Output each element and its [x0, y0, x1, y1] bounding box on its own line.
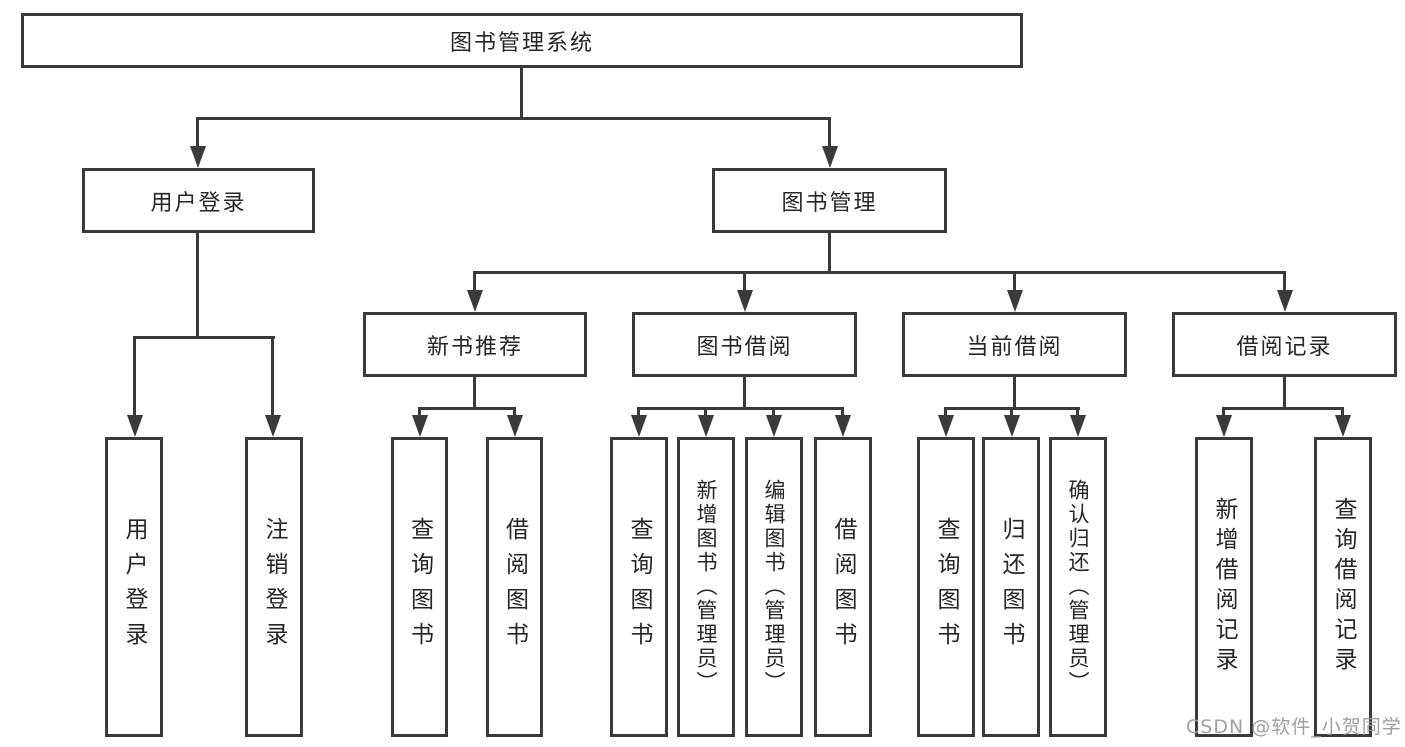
node-book-management: 图书管理 [712, 168, 947, 233]
leaf-records-query: 查询借阅记录 [1314, 437, 1372, 737]
connector-records-rail [1222, 407, 1343, 410]
arrow-new-book-leaf-2 [506, 407, 523, 437]
arrow-new-book-leaf-1 [411, 407, 428, 437]
leaf-borrowing-borrow: 借阅图书 [814, 437, 872, 737]
connector-user-login-stem [196, 233, 199, 339]
arrow-records-leaf-1 [1215, 407, 1232, 437]
node-records-label: 借阅记录 [1236, 334, 1333, 360]
node-current: 当前借阅 [902, 312, 1127, 377]
connector-level3-rail [473, 271, 1285, 274]
arrow-current-leaf-3 [1069, 407, 1086, 437]
arrow-to-current [1006, 271, 1023, 312]
arrow-borrowing-leaf-3 [765, 407, 782, 437]
connector-current-stem [1013, 377, 1016, 410]
arrow-borrowing-leaf-2 [697, 407, 714, 437]
node-user-login-label: 用户登录 [150, 190, 247, 216]
connector-borrowing-stem [743, 377, 746, 410]
leaf-current-query: 查询图书 [917, 437, 975, 737]
leaf-newbook-query: 查询图书 [391, 437, 448, 737]
arrow-to-records [1276, 271, 1293, 312]
node-root-label: 图书管理系统 [449, 30, 594, 56]
connector-records-stem [1283, 377, 1286, 410]
arrow-to-leaf-login [126, 336, 143, 437]
arrow-to-user-login [189, 117, 206, 168]
arrow-records-leaf-2 [1334, 407, 1351, 437]
node-records: 借阅记录 [1172, 312, 1397, 377]
connector-new-book-stem [473, 377, 476, 410]
arrow-to-leaf-logout [264, 336, 281, 437]
node-user-login: 用户登录 [82, 168, 315, 233]
arrow-to-book-management [821, 117, 838, 168]
leaf-records-add: 新增借阅记录 [1195, 437, 1253, 737]
connector-new-book-rail [418, 407, 514, 410]
connector-book-management-stem [828, 233, 831, 274]
connector-level2-rail [196, 117, 831, 120]
leaf-borrowing-add-admin: 新增图书（管理员） [677, 437, 735, 737]
arrow-borrowing-leaf-4 [834, 407, 851, 437]
arrow-current-leaf-2 [1003, 407, 1020, 437]
leaf-newbook-borrow: 借阅图书 [486, 437, 543, 737]
connector-root-stem [520, 68, 523, 119]
arrow-borrowing-leaf-1 [630, 407, 647, 437]
leaf-borrowing-edit-admin: 编辑图书（管理员） [745, 437, 803, 737]
leaf-current-confirm-admin: 确认归还（管理员） [1049, 437, 1107, 737]
node-current-label: 当前借阅 [966, 334, 1063, 360]
node-new-book-label: 新书推荐 [426, 334, 523, 360]
node-borrowing: 图书借阅 [632, 312, 857, 377]
leaf-user-login: 用户登录 [105, 437, 163, 737]
arrow-current-leaf-1 [937, 407, 954, 437]
csdn-watermark: CSDN @软件_小贺同学 [1186, 716, 1402, 738]
node-new-book: 新书推荐 [363, 312, 587, 377]
node-book-management-label: 图书管理 [781, 190, 878, 216]
node-root: 图书管理系统 [21, 13, 1023, 68]
leaf-borrowing-query: 查询图书 [610, 437, 668, 737]
leaf-current-return: 归还图书 [982, 437, 1040, 737]
connector-user-login-rail [133, 336, 275, 339]
node-borrowing-label: 图书借阅 [696, 334, 793, 360]
arrow-to-new-book [466, 271, 483, 312]
arrow-to-borrowing [736, 271, 753, 312]
leaf-logout: 注销登录 [245, 437, 303, 737]
connector-borrowing-rail [637, 407, 843, 410]
